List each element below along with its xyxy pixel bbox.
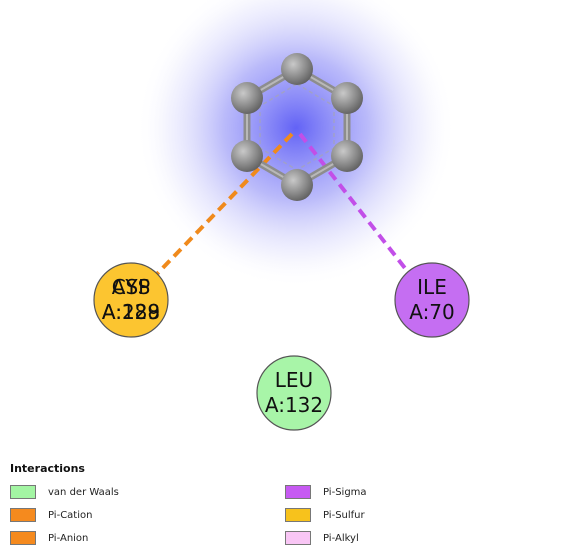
- svg-text:A:288: A:288: [102, 300, 160, 324]
- svg-text:CYS: CYS: [112, 275, 151, 299]
- svg-text:A:70: A:70: [409, 300, 455, 324]
- legend-label: Pi-Cation: [48, 509, 93, 521]
- svg-text:A:129: A:129: [102, 300, 160, 324]
- legend-item-pi-anion: Pi-Anion: [10, 530, 88, 546]
- legend-item-pi-sigma: Pi-Sigma: [285, 484, 367, 500]
- legend-swatch: [10, 508, 36, 522]
- legend-swatch: [10, 531, 36, 545]
- legend-swatch: [10, 485, 36, 499]
- legend-swatch: [285, 485, 311, 499]
- ligand-glow: [136, 0, 456, 288]
- residue-cys-a129: CYS A:129: [93, 262, 169, 338]
- legend-item-pi-sulfur: Pi-Sulfur: [285, 507, 365, 523]
- legend-swatch: [285, 508, 311, 522]
- svg-text:A:132: A:132: [265, 393, 323, 417]
- residue-leu-a132: LEU A:132: [256, 355, 332, 431]
- legend-label: Pi-Anion: [48, 532, 89, 544]
- interaction-diagram: CYS A:129 ASP A:288 ILE A:70 LEU A:132: [93, 0, 470, 431]
- legend-item-van-der-waals: van der Waals: [10, 484, 119, 500]
- svg-text:ILE: ILE: [417, 275, 447, 299]
- legend-item-pi-alkyl: Pi-Alkyl: [285, 530, 359, 546]
- legend-label: Pi-Sigma: [323, 486, 367, 498]
- svg-text:ASP: ASP: [112, 275, 150, 299]
- pi-sigma-interaction-line: [298, 132, 410, 274]
- legend-item-pi-cation: Pi-Cation: [10, 507, 92, 523]
- residue-asp-a288: ASP A:288: [102, 275, 160, 324]
- legend-title: Interactions: [10, 462, 85, 475]
- legend-label: van der Waals: [48, 486, 119, 498]
- pi-sulfur-interaction-line: [153, 132, 294, 278]
- residue-ile-a70: ILE A:70: [394, 262, 470, 338]
- legend-label: Pi-Alkyl: [323, 532, 359, 544]
- legend-label: Pi-Sulfur: [323, 509, 365, 521]
- carbon-atoms: [231, 53, 363, 201]
- legend-swatch: [285, 531, 311, 545]
- svg-text:LEU: LEU: [275, 368, 313, 392]
